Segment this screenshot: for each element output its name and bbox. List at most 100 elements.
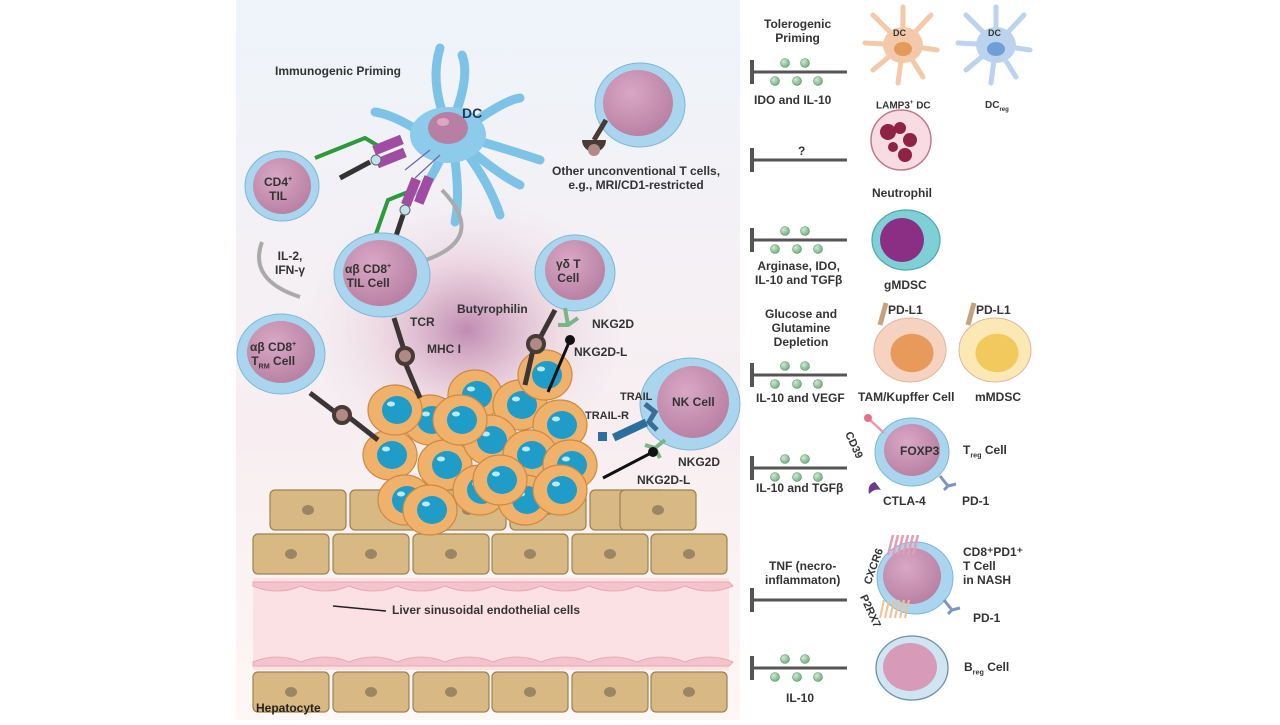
nkg2dl-ligand-top: [565, 335, 575, 345]
hepatocyte-cell: [571, 533, 649, 575]
cd39-marker: [869, 419, 885, 434]
hepatocyte-cell: [491, 533, 569, 575]
tumor-cell-cluster: [362, 349, 598, 536]
il10-tgfb-label: IL-10 and TGFβ: [756, 481, 844, 495]
unconventional-t-label: Other unconventional T cells,e.g., MRI/C…: [552, 164, 721, 192]
neutrophil-label: Neutrophil: [872, 186, 932, 200]
nk-cell-label: NK Cell: [672, 395, 715, 409]
cd8-til-cell: [333, 232, 431, 318]
lamp3-dc-inner-label: DC: [893, 28, 906, 38]
nkg2d-receptor-top: [558, 307, 580, 327]
breg-cell: [875, 635, 949, 701]
nash-pd1-label: PD-1: [973, 611, 1001, 625]
nkg2d-bottom-label: NKG2D: [678, 455, 721, 469]
cytokine-dot: [800, 58, 810, 68]
cytokine-dot: [813, 472, 823, 482]
tam-kupffer-cell: [873, 302, 947, 383]
cytokine-dot: [792, 672, 802, 682]
pd1-marker: [942, 599, 961, 616]
tumor-cell: [532, 464, 588, 516]
inhibition-bar-tolerogenic: [750, 58, 847, 86]
suppression-bars: [750, 58, 847, 682]
p2rx7-receptor: [889, 599, 895, 619]
cytokine-dot: [813, 379, 823, 389]
mmdsc-cell: [958, 302, 1032, 383]
priming-arrow: [419, 188, 464, 264]
tumor-cell: [432, 394, 488, 446]
cd4-til-cell: [244, 150, 320, 222]
treg-cell: [864, 414, 957, 494]
nkg2dl-line-top: [546, 339, 572, 393]
nkg2d-top-label: NKG2D: [592, 317, 635, 331]
cytokine-dot: [770, 672, 780, 682]
hepatocyte-cell: [252, 533, 330, 575]
pdl1-marker: [965, 302, 977, 326]
hepatocyte-cell: [252, 671, 330, 713]
hepatocyte-label: Hepatocyte: [256, 701, 321, 715]
cd8-trm-label: αβ CD8+TRM Cell: [250, 339, 297, 371]
inhibition-bar-neutrophil: [750, 148, 847, 172]
dc-label: DC: [462, 105, 483, 121]
trail-r-label: TRAIL-R: [585, 410, 629, 422]
neutrophil-mediator-label: ?: [798, 144, 806, 158]
cytokine-dot: [780, 58, 790, 68]
lsec-pointer-line: [332, 605, 387, 612]
trm-mhc-molecule: [332, 405, 352, 425]
cytokine-dot: [792, 472, 802, 482]
cxcr6-receptor: [886, 534, 895, 556]
cytokine-dot: [780, 361, 790, 371]
p2rx7-receptor: [894, 599, 900, 619]
liver-sinusoid: [252, 578, 734, 670]
mmdsc-pdl1-label: PD-L1: [976, 303, 1011, 317]
mmdsc-label: mMDSC: [975, 390, 1022, 404]
cytokine-dot: [780, 226, 790, 236]
gmdsc-label: gMDSC: [884, 278, 927, 292]
cytokine-dot: [792, 244, 802, 254]
tam-kupffer-label: TAM/Kupffer Cell: [858, 390, 955, 404]
tnf-label: TNF (necro-inflammaton): [765, 559, 841, 587]
p2rx7-receptor: [879, 599, 885, 619]
cytokine-arrow: [257, 241, 301, 299]
hepatocyte-cell: [571, 671, 649, 713]
tumor-cell: [472, 454, 528, 506]
butyrophilin-label: Butyrophilin: [457, 302, 528, 316]
cytokine-dot: [813, 244, 823, 254]
inhibition-bar-nash: [750, 588, 847, 612]
cytokine-label: IL-2,IFN-γ: [275, 249, 305, 277]
inhibition-bar-treg: [750, 454, 847, 482]
inhibition-bar-breg: [750, 654, 847, 682]
cytokine-dot: [800, 361, 810, 371]
cd8-trm-cell: [236, 313, 326, 395]
lsec-label: Liver sinusoidal endothelial cells: [392, 603, 581, 617]
nkg2dl-bottom-label: NKG2D-L: [637, 473, 691, 487]
butyrophilin-molecule: [526, 334, 546, 354]
cd4-til-label: CD4+TIL: [264, 174, 293, 203]
tcr-mhc-tumor-contacts: [308, 308, 558, 442]
immunogenic-priming-title: Immunogenic Priming: [275, 64, 402, 78]
pd1-marker: [938, 475, 957, 492]
unconventional-t-cell: [582, 62, 686, 156]
dendritic-cell: [370, 43, 545, 227]
nkg2dl-top-label: NKG2D-L: [574, 345, 628, 359]
cytokine-dot: [770, 379, 780, 389]
tumor-cell: [367, 384, 423, 436]
lamp3-dc-cell: [862, 4, 940, 86]
tumor-cell: [362, 429, 418, 481]
mhc-i-molecule: [395, 346, 415, 366]
pdl1-marker: [877, 302, 889, 326]
hepatocyte-cell: [332, 533, 410, 575]
dcreg-cell: [955, 4, 1033, 86]
trail-label: TRAIL: [620, 391, 653, 403]
foxp3-label: FOXP3: [900, 444, 940, 458]
ido-il10-label: IDO and IL-10: [754, 93, 832, 107]
ctla4-marker: [868, 482, 881, 494]
suppressive-cells: [862, 4, 1033, 701]
treg-pd1-label: PD-1: [962, 494, 990, 508]
dcreg-label: DCreg: [985, 100, 1009, 113]
cxcr6-receptor: [896, 534, 905, 556]
lamp3-dc-label: LAMP3+ DC: [876, 100, 931, 112]
